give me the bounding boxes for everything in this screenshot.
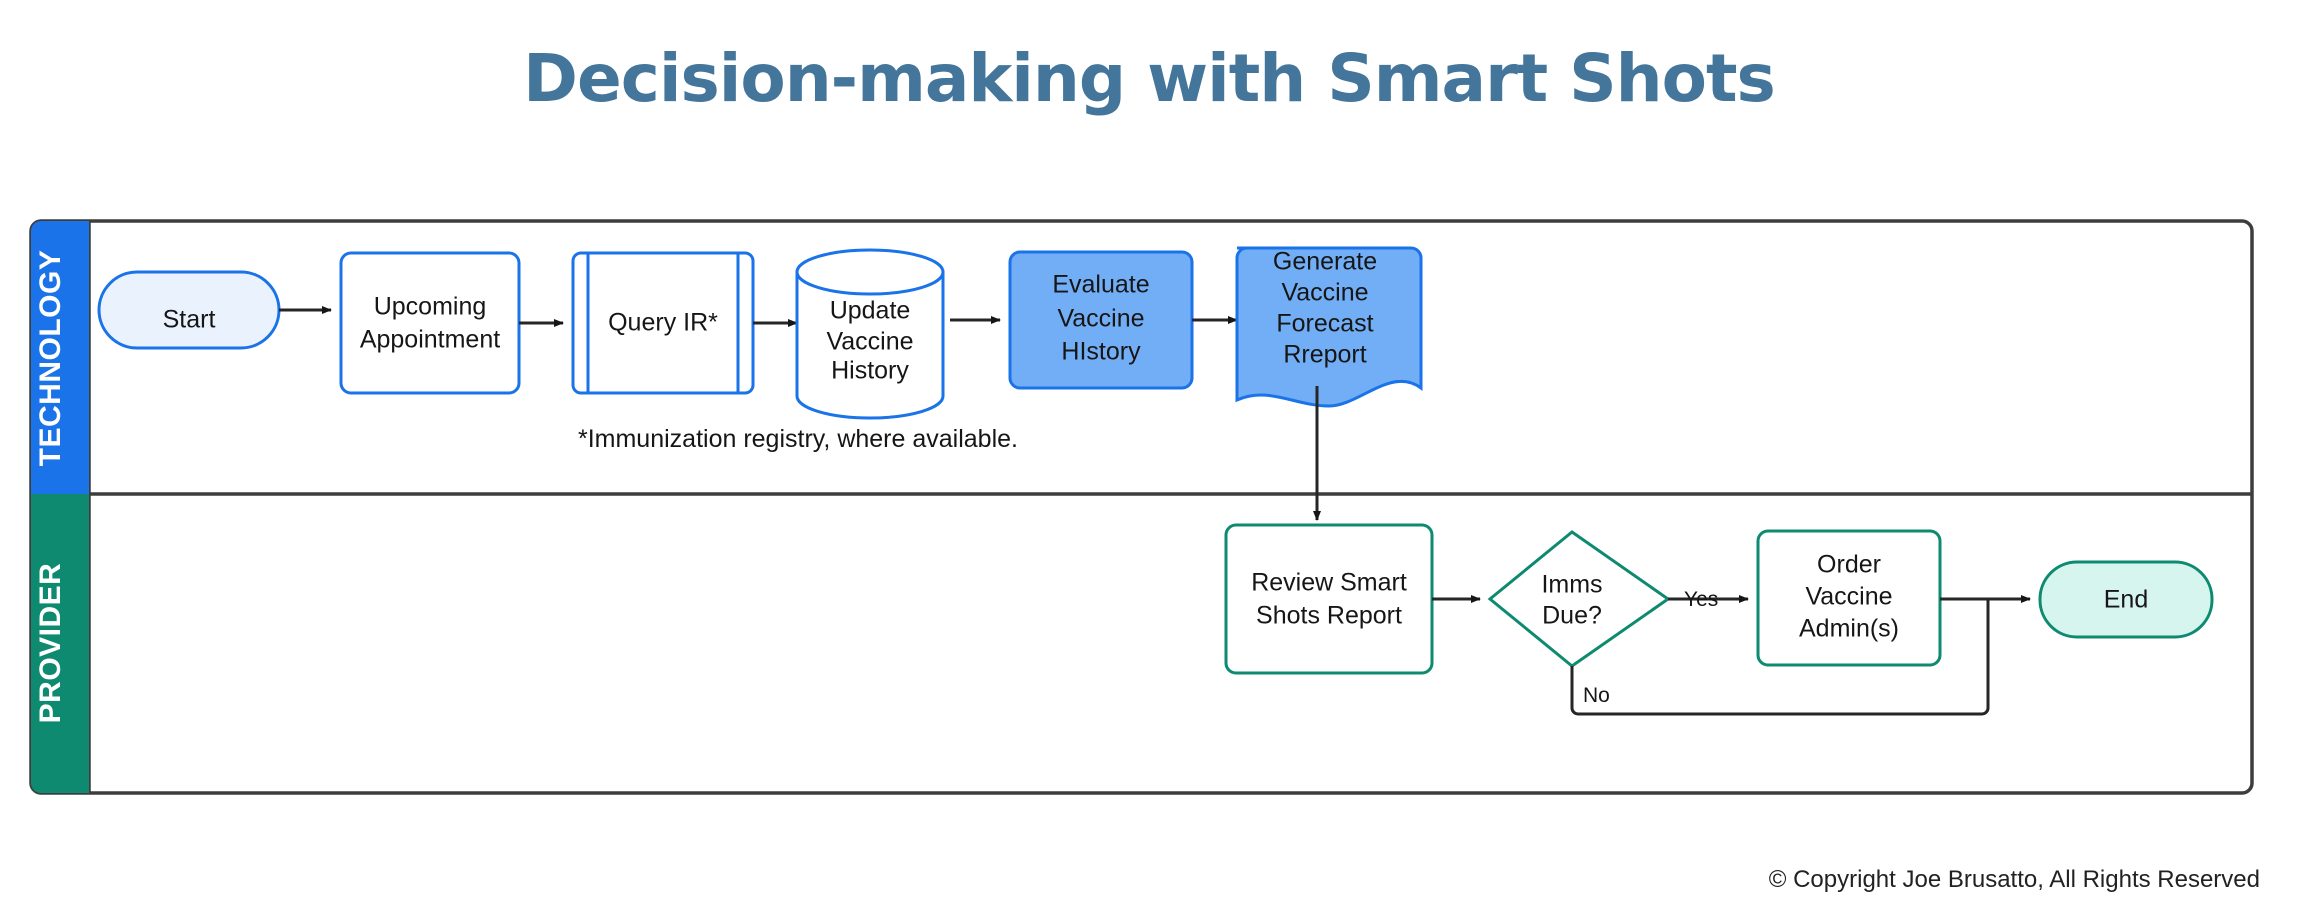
node-generate-report-line3: Forecast [1276, 310, 1373, 338]
node-generate-report-line1: Generate [1273, 248, 1377, 276]
lane-header-technology: TECHNOLOGY [31, 221, 89, 494]
node-review-report-line1: Review Smart [1251, 569, 1407, 597]
node-query-ir-label: Query IR* [608, 309, 718, 337]
node-generate-vaccine-forecast-report[interactable]: Generate Vaccine Forecast Rreport [1235, 246, 1423, 408]
copyright-notice: © Copyright Joe Brusatto, All Rights Res… [1768, 866, 2260, 893]
node-order-vaccine-line3: Admin(s) [1799, 615, 1899, 643]
node-update-vaccine-history-body[interactable] [795, 270, 945, 420]
node-end-shape[interactable] [2038, 560, 2214, 639]
node-update-vaccine-history-line2: Vaccine [826, 328, 913, 356]
edge-label-yes: Yes [1684, 588, 1718, 611]
page-title: Decision-making with Smart Shots [523, 40, 1776, 117]
node-order-vaccine-line1: Order [1817, 551, 1881, 579]
node-update-vaccine-history-line3: History [831, 357, 909, 385]
node-upcoming-appointment-line1: Upcoming [374, 293, 487, 321]
node-end-label: End [2104, 586, 2148, 614]
node-upcoming-appointment-shape[interactable] [339, 251, 521, 395]
node-evaluate-vaccine-history-line1: Evaluate [1052, 271, 1149, 299]
node-evaluate-vaccine-history-line2: Vaccine [1057, 305, 1144, 333]
lane-label-technology: TECHNOLOGY [34, 250, 67, 467]
node-order-vaccine-line2: Vaccine [1805, 583, 1892, 611]
node-update-vaccine-history[interactable]: Update Vaccine History [795, 248, 945, 420]
node-order-vaccine-admins[interactable]: Order Vaccine Admin(s) [1756, 529, 1942, 667]
node-imms-due[interactable]: Imms Due? [1487, 530, 1671, 668]
node-evaluate-vaccine-history[interactable]: Evaluate Vaccine HIstory [1008, 250, 1194, 390]
node-review-smart-shots-report-shape[interactable] [1224, 523, 1434, 675]
node-upcoming-appointment-line2: Appointment [360, 326, 500, 354]
lane-label-provider: PROVIDER [34, 563, 67, 724]
node-imms-due-line1: Imms [1541, 571, 1602, 599]
node-end[interactable]: End [2038, 560, 2214, 639]
lane-header-provider: PROVIDER [31, 494, 89, 793]
edge-label-no: No [1583, 684, 1610, 707]
footnote-text: *Immunization registry, where available. [578, 425, 1018, 453]
node-start-label: Start [163, 306, 216, 334]
node-start[interactable]: Start [97, 270, 281, 350]
node-update-vaccine-history-top [795, 248, 945, 296]
node-generate-report-line4: Rreport [1283, 341, 1366, 369]
node-imms-due-line2: Due? [1542, 602, 1602, 630]
node-generate-vaccine-forecast-report-shape[interactable] [1235, 246, 1423, 408]
node-imms-due-shape[interactable] [1487, 530, 1671, 668]
node-upcoming-appointment[interactable]: Upcoming Appointment [339, 251, 521, 395]
node-query-ir[interactable]: Query IR* [571, 251, 755, 395]
node-review-report-line2: Shots Report [1256, 602, 1402, 630]
edge-imms-due-no [1570, 599, 1990, 716]
node-generate-report-line2: Vaccine [1281, 279, 1368, 307]
node-update-vaccine-history-line1: Update [830, 297, 911, 325]
node-evaluate-vaccine-history-line3: HIstory [1061, 338, 1141, 366]
node-review-smart-shots-report[interactable]: Review Smart Shots Report [1224, 523, 1434, 675]
